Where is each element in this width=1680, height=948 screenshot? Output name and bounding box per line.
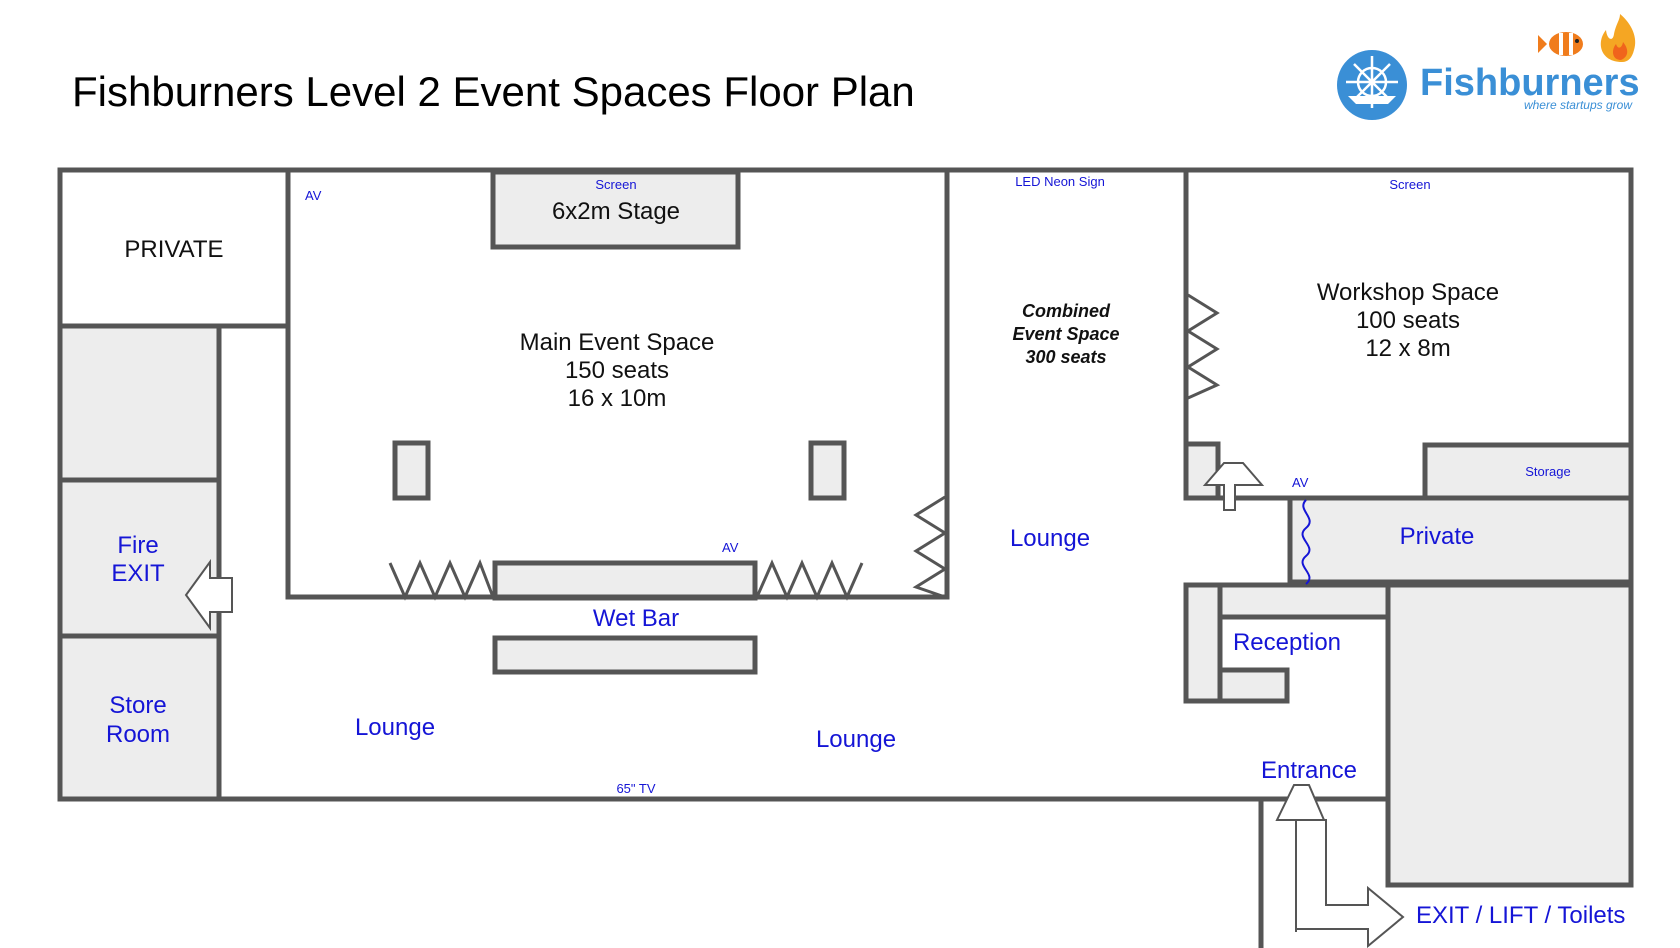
right-gray-block <box>1385 582 1634 888</box>
pillar-left <box>392 440 431 501</box>
bar-counter-lower <box>492 635 758 675</box>
av-bar-label: AV <box>722 540 739 555</box>
fishburners-logo: Fishburners where startups grow <box>1337 14 1640 120</box>
exit-lift-label: EXIT / LIFT / Toilets <box>1416 902 1625 929</box>
fire-exit-label-2: EXIT <box>111 560 165 587</box>
store-room-label-2: Room <box>106 721 170 748</box>
stage-label: 6x2m Stage <box>552 198 680 225</box>
ship-wheel-icon <box>1337 50 1407 120</box>
partition-bar-right <box>755 559 864 601</box>
main-space-label-1: Main Event Space <box>520 329 715 356</box>
led-sign-label: LED Neon Sign <box>1015 174 1105 189</box>
private-right-label: Private <box>1400 523 1475 550</box>
logo-tagline: where startups grow <box>1524 98 1633 112</box>
partition-bar-left <box>388 559 495 601</box>
flame-icon <box>1600 14 1636 62</box>
fire-exit-label-1: Fire <box>117 532 158 559</box>
partition-main-right <box>912 495 948 599</box>
screen-workshop-label: Screen <box>1389 177 1430 192</box>
left-room-gray <box>57 323 222 483</box>
storage-label: Storage <box>1525 464 1571 479</box>
bar-counter-upper <box>492 560 758 601</box>
av-main-label: AV <box>305 188 322 203</box>
entrance-label: Entrance <box>1261 757 1357 784</box>
folding-partitions <box>388 293 1221 601</box>
logo-wordmark: Fishburners <box>1420 62 1640 104</box>
reception-desk-side <box>1183 582 1223 704</box>
lounge-center-label: Lounge <box>1010 525 1090 552</box>
workshop-small-block <box>1183 441 1221 501</box>
reception-desk-bottom <box>1217 667 1290 704</box>
workshop-label-1: Workshop Space <box>1317 279 1499 306</box>
outer-wall <box>57 167 1634 888</box>
main-space-walls <box>285 167 950 600</box>
private-top-label: PRIVATE <box>124 236 223 263</box>
av-cable-squiggle <box>1301 499 1311 585</box>
private-right-room <box>1287 495 1634 585</box>
combined-label-3: 300 seats <box>1025 347 1106 367</box>
exit-lift-arrow-icon <box>1295 819 1405 948</box>
reception-desk-top <box>1217 582 1391 620</box>
main-space-label-3: 16 x 10m <box>568 385 667 412</box>
av-workshop-label: AV <box>1292 475 1309 490</box>
partition-workshop-left <box>1185 293 1221 400</box>
screen-main-label: Screen <box>595 177 636 192</box>
lounge-left-label: Lounge <box>355 714 435 741</box>
fish-icon <box>1538 32 1583 56</box>
store-room-label-1: Store <box>109 692 166 719</box>
walls <box>57 167 1634 948</box>
fire-exit-arrow-icon <box>184 558 233 632</box>
lounge-right-label: Lounge <box>816 726 896 753</box>
combined-label-2: Event Space <box>1012 324 1119 344</box>
reception-label: Reception <box>1233 629 1341 656</box>
combined-label-1: Combined <box>1022 301 1111 321</box>
workshop-label-3: 12 x 8m <box>1365 335 1450 362</box>
pillar-right <box>808 440 847 501</box>
page-title: Fishburners Level 2 Event Spaces Floor P… <box>72 68 915 115</box>
workshop-label-2: 100 seats <box>1356 307 1460 334</box>
workshop-entry-arrow-icon <box>1202 462 1265 511</box>
main-space-label-2: 150 seats <box>565 357 669 384</box>
wet-bar-label: Wet Bar <box>593 605 679 632</box>
tv-label: 65" TV <box>616 781 655 796</box>
